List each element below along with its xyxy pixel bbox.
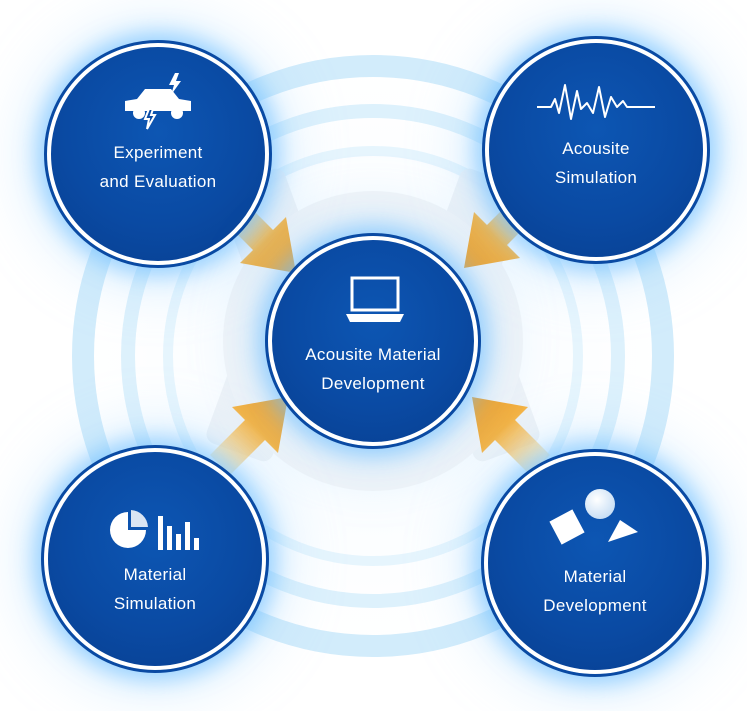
node-label-line2: Simulation	[113, 594, 197, 613]
node-label-line1: Material	[123, 565, 187, 584]
middle-ring	[121, 104, 625, 608]
node-acousite-material-development: Acousite Material Development	[265, 233, 481, 449]
node-label-line2: Simulation	[554, 168, 638, 187]
pie-bar-chart-icon	[110, 510, 199, 550]
node-label: Acousite Material Development	[272, 340, 474, 398]
node-label: Material Simulation	[48, 560, 262, 618]
node-label-line1: Experiment	[113, 143, 203, 162]
node-label-line1: Acousite Material	[305, 345, 441, 364]
node-material-simulation: Material Simulation	[41, 445, 269, 673]
node-label: Material Development	[488, 562, 702, 620]
node-acousite-simulation: Acousite Simulation	[482, 36, 710, 264]
laptop-icon	[346, 276, 404, 322]
node-label-line1: Material	[563, 567, 627, 586]
node-label-line2: Development	[543, 596, 647, 615]
shapes-icon	[549, 489, 638, 545]
node-experiment-evaluation: Experiment and Evaluation	[44, 40, 272, 268]
car-lightning-icon	[125, 73, 191, 130]
node-material-development: Material Development	[481, 449, 709, 677]
inner-ring	[163, 146, 583, 566]
node-label-line2: Development	[321, 374, 425, 393]
node-label: Acousite Simulation	[489, 134, 703, 192]
node-label-line2: and Evaluation	[99, 172, 217, 191]
arrow-bottom-left	[210, 397, 288, 475]
arrow-bottom-right	[472, 397, 550, 475]
outer-ring	[72, 55, 674, 657]
waveform-icon	[537, 84, 655, 120]
node-label: Experiment and Evaluation	[51, 138, 265, 196]
node-label-line1: Acousite	[562, 139, 630, 158]
